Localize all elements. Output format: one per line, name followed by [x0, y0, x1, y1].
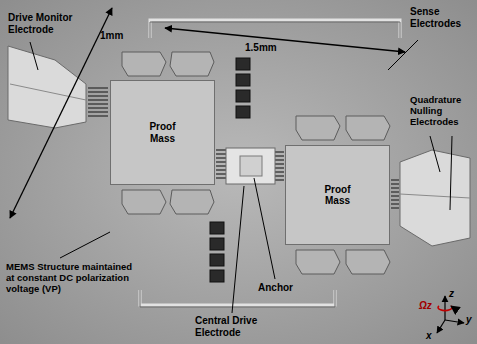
axis-label: x — [426, 330, 435, 342]
axis-triad — [437, 296, 464, 333]
part-label: Central Drive Electrode — [195, 315, 277, 338]
rotation-arrow — [438, 306, 452, 311]
axis-label: y — [466, 314, 475, 326]
node-label: Proof Mass — [318, 184, 358, 207]
part-label: Anchor — [258, 282, 298, 294]
proof-mass: Proof Mass — [110, 80, 215, 185]
dimension-label: 1.5mm — [245, 42, 285, 54]
part-label: Quadrature Nulling Electrodes — [410, 95, 474, 128]
part-label: Drive Monitor Electrode — [8, 12, 88, 35]
node-label: Proof Mass — [143, 121, 183, 144]
anchor — [240, 156, 262, 176]
axis-label: z — [449, 288, 459, 300]
dimension-line — [10, 8, 112, 218]
axis-label: Ωz — [419, 300, 437, 312]
dimension-line — [165, 28, 405, 52]
part-label: Sense Electrodes — [410, 6, 472, 29]
central-drive-electrode — [226, 148, 275, 184]
part-label: MEMS Structure maintained at constant DC… — [6, 262, 134, 295]
quadrature-electrode-fan — [400, 150, 470, 246]
proof-mass: Proof Mass — [285, 145, 390, 245]
etch-windows — [210, 58, 250, 282]
electrode-split — [400, 194, 470, 198]
dimension-label: 1mm — [100, 30, 134, 42]
